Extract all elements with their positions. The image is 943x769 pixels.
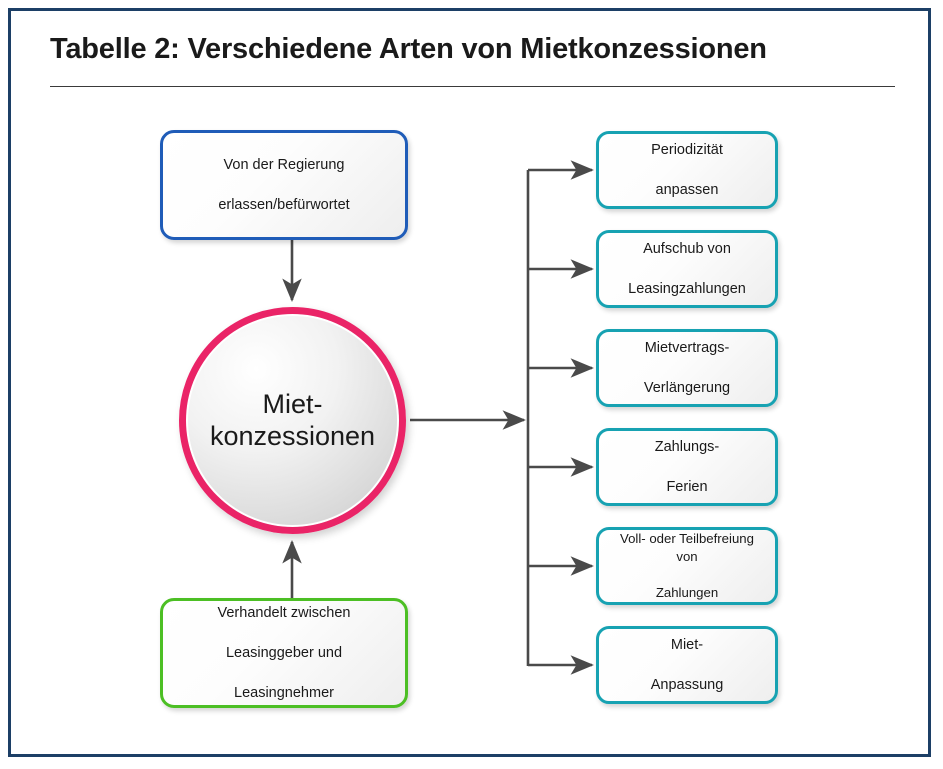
source-box-government-text: Von der Regierung erlassen/befürwortet [206, 155, 361, 215]
hub-label: Miet-konzessionen [210, 389, 375, 453]
branch-verlaengerung-line1: Mietvertrags- [644, 340, 730, 356]
branch-aufschub-line2: Leasingzahlungen [628, 281, 746, 297]
branch-box-zahlungsferien[interactable]: Zahlungs- Ferien [596, 428, 778, 506]
branch-befreiung-line2: Zahlungen [655, 585, 719, 601]
branch-befreiung-line1: Voll- oder Teilbefreiung von [620, 530, 754, 564]
branch-box-mietanpassung[interactable]: Miet- Anpassung [596, 626, 778, 704]
source-government-line2: erlassen/befürwortet [218, 197, 350, 213]
branch-box-verlaengerung[interactable]: Mietvertrags- Verlängerung [596, 329, 778, 407]
source-negotiated-line1: Verhandelt zwischen [217, 605, 351, 621]
branch-box-periodizitaet[interactable]: Periodizität anpassen [596, 131, 778, 209]
branch-aufschub-line1: Aufschub von [643, 241, 731, 257]
branch-zahlungsferien-line2: Ferien [666, 479, 708, 495]
source-negotiated-line3: Leasingnehmer [234, 685, 334, 701]
source-negotiated-line2: Leasinggeber und [225, 645, 343, 661]
branch-box-periodizitaet-text: Periodizität anpassen [639, 140, 735, 200]
branch-periodizitaet-line2: anpassen [655, 182, 719, 198]
page-title: Tabelle 2: Verschiedene Arten von Mietko… [50, 33, 767, 65]
branch-box-zahlungsferien-text: Zahlungs- Ferien [643, 437, 731, 497]
branch-verlaengerung-line2: Verlängerung [643, 380, 731, 396]
source-box-government[interactable]: Von der Regierung erlassen/befürwortet [160, 130, 408, 240]
branch-mietanpassung-line2: Anpassung [650, 677, 724, 693]
source-government-line1: Von der Regierung [223, 157, 345, 173]
hub-label-line2: konzessionen [209, 420, 376, 451]
branch-zahlungsferien-line1: Zahlungs- [654, 439, 720, 455]
branch-periodizitaet-line1: Periodizität [651, 142, 723, 158]
hub-label-line1: Miet- [262, 388, 323, 419]
branch-mietanpassung-line1: Miet- [670, 637, 704, 653]
branch-box-verlaengerung-text: Mietvertrags- Verlängerung [632, 338, 742, 398]
hub-circle-mietkonzessionen[interactable]: Miet-konzessionen [179, 307, 406, 534]
branch-box-mietanpassung-text: Miet- Anpassung [639, 635, 736, 695]
title-divider [50, 86, 895, 87]
